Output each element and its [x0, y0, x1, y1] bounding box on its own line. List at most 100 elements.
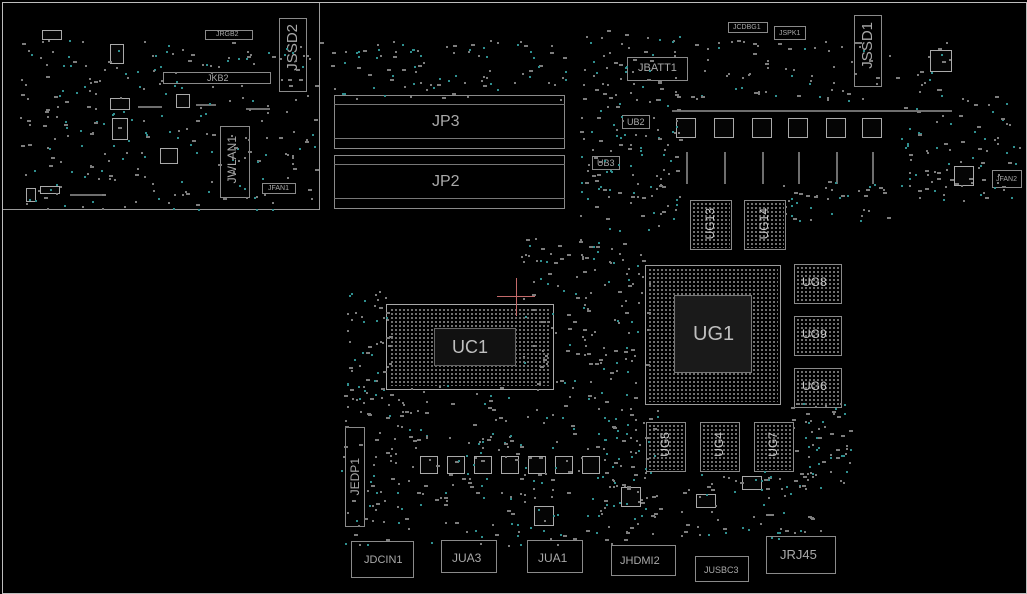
left-ic-1[interactable]: [110, 44, 124, 64]
ug6-label: UG6: [802, 379, 827, 393]
mosfet-4[interactable]: [788, 118, 808, 138]
jssd2-connector[interactable]: [279, 18, 307, 92]
vrm-2[interactable]: [447, 456, 465, 474]
smd-pad: [272, 56, 276, 58]
jfan2-connector[interactable]: [992, 170, 1022, 188]
vrm-6[interactable]: [555, 456, 573, 474]
smd-pad: [232, 42, 236, 44]
ub2-chip[interactable]: [622, 115, 650, 129]
left-ic-4[interactable]: [160, 148, 178, 164]
jbatt1-connector[interactable]: [627, 57, 688, 81]
mosfet-5[interactable]: [826, 118, 846, 138]
vrm-4[interactable]: [501, 456, 519, 474]
smd-pad: [1001, 118, 1005, 120]
smd-pad: [90, 82, 92, 84]
jp3-connector[interactable]: [334, 95, 565, 149]
jua1-connector[interactable]: [527, 540, 583, 573]
ug7-chip[interactable]: [754, 422, 794, 472]
ug14-balls: [746, 202, 784, 248]
ug6-chip[interactable]: [794, 368, 842, 408]
smd-pad: [109, 178, 111, 180]
via: [593, 246, 595, 248]
ub3-chip[interactable]: [592, 156, 620, 170]
right-ic[interactable]: [954, 166, 974, 186]
vrm-7[interactable]: [582, 456, 600, 474]
left-ic-5[interactable]: [176, 94, 190, 108]
smd-pad: [218, 164, 222, 166]
via: [367, 544, 369, 546]
smd-pad: [153, 70, 155, 72]
jkb2-connector[interactable]: [163, 72, 271, 84]
smd-pad: [507, 510, 511, 512]
jwlan1-connector[interactable]: [220, 126, 250, 198]
via: [244, 188, 246, 190]
mosfet-3[interactable]: [752, 118, 772, 138]
jrj45-connector[interactable]: [766, 536, 836, 574]
via: [603, 368, 605, 370]
via: [653, 212, 655, 214]
smd-pad: [623, 243, 627, 245]
via: [598, 515, 600, 517]
vrm-5[interactable]: [528, 456, 546, 474]
mosfet-2[interactable]: [714, 118, 734, 138]
jusbc3-connector[interactable]: [695, 556, 749, 582]
jfan1-connector[interactable]: [262, 183, 296, 194]
smd-pad: [382, 342, 384, 344]
ug14-chip[interactable]: [744, 200, 786, 250]
via: [657, 416, 659, 418]
smd-pad: [534, 497, 536, 499]
via: [803, 403, 805, 405]
jedp1-connector[interactable]: [345, 427, 365, 527]
smd-pad: [614, 319, 616, 321]
via: [907, 143, 909, 145]
smd-pad: [172, 53, 174, 55]
jssd1-connector[interactable]: [854, 15, 882, 87]
smd-pad: [548, 321, 550, 323]
left-ic-3[interactable]: [112, 118, 128, 140]
jdbg1-connector[interactable]: [728, 22, 768, 33]
via: [254, 197, 256, 199]
smd-pad: [619, 64, 623, 66]
ug8-chip[interactable]: [794, 264, 842, 304]
smd-pad: [417, 439, 421, 441]
via: [645, 508, 647, 510]
smd-pad: [567, 314, 571, 316]
mosfet-1[interactable]: [676, 118, 696, 138]
smd-pad: [904, 107, 908, 109]
jhdmi2-connector[interactable]: [611, 545, 676, 576]
smd-pad: [622, 440, 626, 442]
via: [718, 47, 720, 49]
via: [538, 66, 540, 68]
via: [112, 114, 114, 116]
ug9-chip[interactable]: [794, 316, 842, 356]
via: [626, 347, 628, 349]
smd-pad: [386, 539, 390, 541]
smd-pad: [383, 521, 385, 523]
jdcin1-connector[interactable]: [351, 541, 414, 578]
via: [478, 443, 480, 445]
smd-pad: [402, 69, 406, 71]
smd-pad: [963, 200, 965, 202]
left-ic-8[interactable]: [26, 188, 36, 202]
smd-pad: [788, 200, 790, 202]
ug5-chip[interactable]: [646, 422, 686, 472]
jp2-connector[interactable]: [334, 155, 565, 209]
mosfet-6[interactable]: [862, 118, 882, 138]
top-right-ic[interactable]: [930, 50, 952, 72]
uc1-chip[interactable]: [386, 304, 554, 390]
jrgb2-connector[interactable]: [205, 30, 253, 40]
smd-pad: [628, 47, 630, 49]
jspk1-connector[interactable]: [774, 26, 806, 40]
smd-pad: [780, 528, 782, 530]
via: [347, 384, 349, 386]
smd-pad: [718, 42, 720, 44]
jua3-connector[interactable]: [441, 540, 497, 573]
left-ic-6[interactable]: [42, 30, 62, 40]
bottom-ic-2[interactable]: [621, 487, 641, 507]
ug13-chip[interactable]: [690, 200, 732, 250]
ug1-chip[interactable]: [645, 265, 781, 405]
smd-pad: [343, 456, 345, 458]
ug4-chip[interactable]: [700, 422, 740, 472]
